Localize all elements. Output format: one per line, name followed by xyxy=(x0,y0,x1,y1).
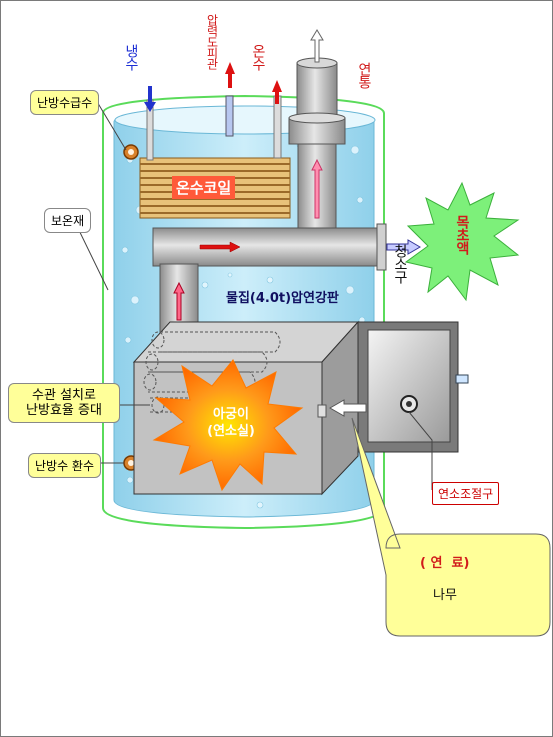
red-up-arrow xyxy=(311,158,323,219)
firebox-top xyxy=(132,321,360,363)
combustion-regulator-label: 연소조절구 xyxy=(432,482,500,505)
red-up-arrow-hot xyxy=(272,80,282,104)
firebox-label-line2: (연소실) xyxy=(207,424,255,439)
fuel-callout xyxy=(351,417,551,637)
hot-water-label: 온수 xyxy=(250,44,266,70)
cleanout-cap xyxy=(376,223,387,271)
water-tube-note: 수관 설치로 난방효율 증대 xyxy=(8,383,120,423)
firebox-label-line1: 아궁이 xyxy=(213,407,249,422)
water-jacket-label: 물집(4.0t)압연강판 xyxy=(226,291,339,306)
red-up-arrow-2 xyxy=(173,281,185,321)
chimney-label: 연통 xyxy=(356,62,372,88)
horizontal-flue xyxy=(152,227,380,267)
vinegar-burst xyxy=(404,181,520,302)
fuel-item: 나무 xyxy=(433,588,457,603)
fuel-title: ( 연 료) xyxy=(420,556,470,571)
blue-down-arrow xyxy=(144,86,156,112)
door-hinge xyxy=(455,374,469,384)
insulation-label: 보온재 xyxy=(44,208,92,233)
pressure-relief-label: 압력도피관 xyxy=(205,14,219,69)
hot-water-pipe xyxy=(273,95,282,159)
cleanout-label: 청소구 xyxy=(392,244,408,283)
water-tube-note-line1: 수관 설치로 xyxy=(32,388,96,403)
water-tube-note-line2: 난방효율 증대 xyxy=(26,403,102,418)
wood-vinegar-label: 목초액 xyxy=(454,215,470,254)
red-right-arrow xyxy=(199,241,241,253)
white-left-arrow xyxy=(328,399,367,417)
water-tubes xyxy=(143,331,281,414)
pressure-relief-pipe xyxy=(225,95,234,137)
firebox-label: 아궁이 (연소실) xyxy=(196,406,266,440)
firebox-door xyxy=(367,329,451,443)
hot-water-coil-label: 온수코일 xyxy=(172,176,236,199)
heating-supply-label: 난방수급수 xyxy=(30,90,100,115)
red-up-arrow-pressure xyxy=(225,62,235,88)
fire-burst xyxy=(152,359,304,492)
chimney-collar xyxy=(288,117,346,145)
heating-return-label: 난방수 환수 xyxy=(28,453,102,478)
chimney-top-pipe xyxy=(296,62,338,119)
cold-water-label: 냉수 xyxy=(123,44,139,70)
white-up-arrow xyxy=(310,29,324,63)
cleanout-arrow xyxy=(386,239,421,255)
door-latch xyxy=(317,404,327,418)
